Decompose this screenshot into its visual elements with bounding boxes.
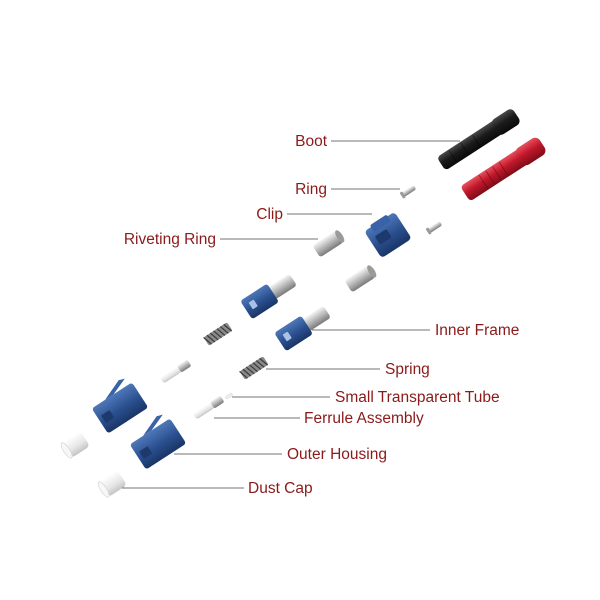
dust-cap-lower — [97, 471, 126, 498]
riveting-ring-lower — [345, 265, 377, 292]
label-ferrule-assembly: Ferrule Assembly — [304, 410, 424, 427]
spring-upper — [203, 322, 233, 346]
black-boot — [438, 109, 520, 170]
clip — [365, 213, 411, 257]
ring-lower — [425, 221, 442, 235]
inner-frame-upper — [241, 274, 296, 319]
spring-lower — [239, 356, 269, 380]
ferrule-assembly-upper — [160, 360, 191, 383]
dust-cap-upper — [60, 432, 89, 459]
small-transparent-tube — [225, 392, 233, 400]
riveting-ring-upper — [313, 230, 345, 257]
label-ring: Ring — [295, 181, 327, 198]
outer-housing-lower — [130, 414, 186, 469]
label-boot: Boot — [295, 133, 328, 150]
label-inner-frame: Inner Frame — [435, 322, 519, 339]
label-small-transparent-tube: Small Transparent Tube — [335, 389, 500, 406]
ferrule-assembly-lower — [193, 396, 224, 419]
label-riveting-ring: Riveting Ring — [124, 231, 216, 248]
ring-upper — [399, 185, 416, 199]
label-clip: Clip — [256, 206, 283, 223]
inner-frame-lower — [275, 306, 330, 351]
label-dust-cap: Dust Cap — [248, 480, 313, 497]
outer-housing-upper — [92, 378, 148, 433]
label-outer-housing: Outer Housing — [287, 446, 387, 463]
label-spring: Spring — [385, 361, 430, 378]
red-boot — [461, 137, 546, 200]
